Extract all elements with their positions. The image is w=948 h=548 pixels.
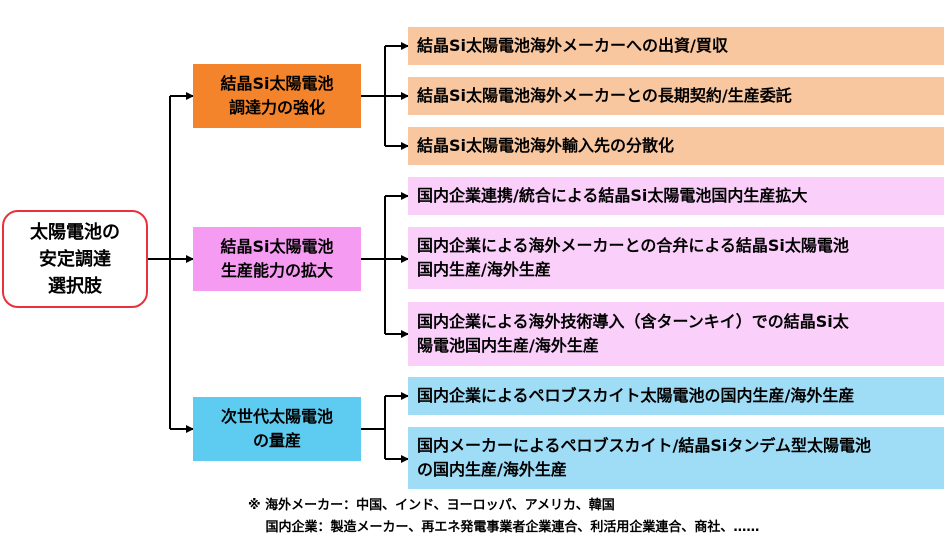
item-node-line: 結晶Si太陽電池海外メーカーとの長期契約/生産委託 [417,86,792,105]
item-node-line: 国内メーカーによるペロブスカイト/結晶Siタンデム型太陽電池 [417,436,872,455]
item-node-line: 国内企業によるペロブスカイト太陽電池の国内生産/海外生産 [417,386,855,405]
item-node-line: 結晶Si太陽電池海外メーカーへの出資/買収 [417,36,728,55]
item-node-line: 陽電池国内生産/海外生産 [417,336,599,355]
category-node-line: 次世代太陽電池 [220,407,333,426]
category-node-line: 生産能力の拡大 [220,261,333,280]
category-node-line: の量産 [252,431,301,450]
category-node-line: 結晶Si太陽電池 [220,74,334,93]
item-node-line: 国内企業による海外技術導入（含ターンキイ）での結晶Si太 [417,312,849,331]
category-node-line: 結晶Si太陽電池 [220,237,334,256]
category-node-line: 調達力の強化 [228,98,325,117]
category-node-3: 次世代太陽電池 の量産 [193,397,361,461]
item-node-line: の国内生産/海外生産 [417,460,567,479]
item-node-line: 国内生産/海外生産 [417,260,551,279]
root-node-line: 安定調達 [39,248,111,270]
item-node-1-1: 結晶Si太陽電池海外メーカーへの出資/買収 [408,27,944,65]
item-node-1-3: 結晶Si太陽電池海外輸入先の分散化 [408,127,944,165]
footnote-domestic-companies: 国内企業：製造メーカー、再エネ発電事業者企業連合、利活用企業連合、商社、…… [248,520,760,535]
root-node: 太陽電池の 安定調達 選択肢 [2,210,148,308]
item-node-2-3: 国内企業による海外技術導入（含ターンキイ）での結晶Si太 陽電池国内生産/海外生… [408,302,944,366]
item-node-line: 国内企業による海外メーカーとの合弁による結晶Si太陽電池 [417,236,849,255]
item-node-3-1: 国内企業によるペロブスカイト太陽電池の国内生産/海外生産 [408,377,944,415]
item-node-3-2: 国内メーカーによるペロブスカイト/結晶Siタンデム型太陽電池 の国内生産/海外生… [408,427,944,489]
root-node-line: 選択肢 [48,275,102,297]
item-node-line: 結晶Si太陽電池海外輸入先の分散化 [417,136,675,155]
item-node-line: 国内企業連携/統合による結晶Si太陽電池国内生産拡大 [417,186,808,205]
root-node-line: 太陽電池の [30,221,120,243]
item-node-2-2: 国内企業による海外メーカーとの合弁による結晶Si太陽電池 国内生産/海外生産 [408,227,944,289]
item-node-2-1: 国内企業連携/統合による結晶Si太陽電池国内生産拡大 [408,177,944,215]
footnote-overseas-makers: ※ 海外メーカー：中国、インド、ヨーロッパ、アメリカ、韓国 [248,498,615,513]
category-node-2: 結晶Si太陽電池 生産能力の拡大 [193,227,361,291]
category-node-1: 結晶Si太陽電池 調達力の強化 [193,64,361,128]
item-node-1-2: 結晶Si太陽電池海外メーカーとの長期契約/生産委託 [408,77,944,115]
